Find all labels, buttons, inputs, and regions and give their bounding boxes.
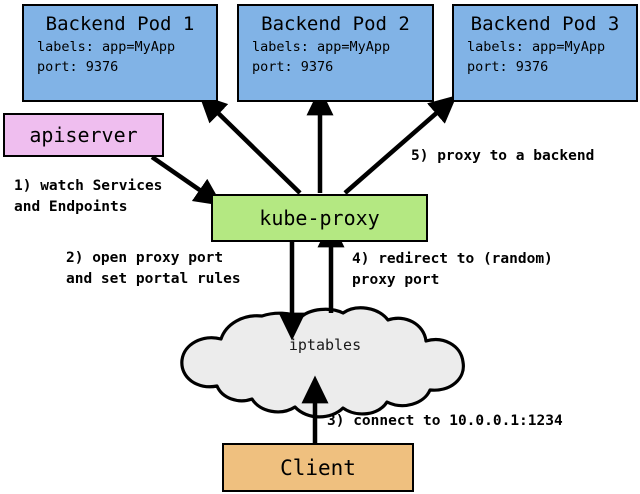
client-label: Client	[280, 455, 356, 480]
arrow-kubeproxy-to-pod-1	[198, 94, 302, 195]
backend-pod-2-labels: labels: app=MyApp	[252, 39, 391, 55]
step-1-annotation: 1) watch Services and Endpoints	[14, 178, 163, 215]
backend-pod-2-title: Backend Pod 2	[261, 13, 410, 35]
step-5-annotation: 5) proxy to a backend	[411, 148, 595, 164]
kube-proxy-label: kube-proxy	[259, 206, 380, 230]
apiserver-box[interactable]: apiserver	[3, 113, 164, 157]
client-box[interactable]: Client	[222, 443, 414, 492]
backend-pod-2-box[interactable]: Backend Pod 2 labels: app=MyApp port: 93…	[237, 4, 434, 102]
apiserver-label: apiserver	[29, 123, 138, 147]
backend-pod-3-port: port: 9376	[467, 59, 549, 75]
step-2-annotation: 2) open proxy port and set portal rules	[66, 250, 241, 287]
iptables-label: iptables	[288, 336, 362, 354]
iptables-cloud	[180, 306, 465, 419]
step-3-annotation: 3) connect to 10.0.0.1:1234	[327, 413, 563, 429]
backend-pod-1-box[interactable]: Backend Pod 1 labels: app=MyApp port: 93…	[22, 4, 218, 102]
backend-pod-1-title: Backend Pod 1	[45, 13, 195, 35]
arrow-kubeproxy-to-pod-3	[343, 95, 457, 195]
step-4-annotation: 4) redirect to (random) proxy port	[352, 251, 553, 288]
backend-pod-3-title: Backend Pod 3	[470, 13, 620, 35]
backend-pod-2-port: port: 9376	[252, 59, 334, 75]
backend-pod-3-box[interactable]: Backend Pod 3 labels: app=MyApp port: 93…	[452, 4, 638, 102]
arrow-apiserver-to-kubeproxy	[150, 155, 223, 206]
backend-pod-1-port: port: 9376	[37, 59, 119, 75]
kube-proxy-box[interactable]: kube-proxy	[211, 194, 428, 242]
backend-pod-3-labels: labels: app=MyApp	[467, 39, 606, 55]
backend-pod-1-labels: labels: app=MyApp	[37, 39, 176, 55]
